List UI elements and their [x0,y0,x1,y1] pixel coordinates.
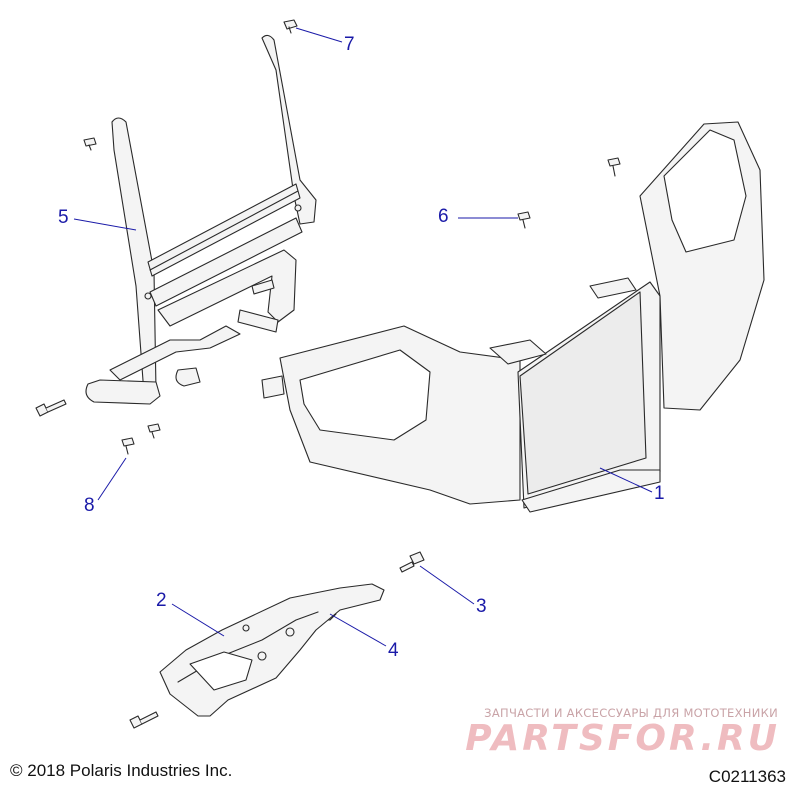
watermark-logo: PARTSFOR.RU [465,718,780,759]
leader-5 [73,218,137,231]
callout-7: 7 [344,34,355,55]
part-7-screw [283,19,298,34]
callout-5: 5 [58,207,69,228]
callout-3: 3 [476,596,487,617]
leader-2 [171,603,225,637]
callout-1: 1 [654,483,665,504]
leader-1 [599,467,653,493]
leader-8 [97,457,127,501]
plate-bolt [129,711,159,729]
leader-7 [295,27,343,43]
frame-bolt [35,399,67,417]
leader-3 [419,565,475,605]
leader-4 [329,613,387,647]
part-1-front-bumper [261,121,765,513]
part-5-screw [83,137,97,151]
part-6-screws [517,157,621,229]
copyright-text: © 2018 Polaris Industries Inc. [10,761,233,780]
callout-6: 6 [438,206,449,227]
part-8-rivets [121,423,161,455]
part-5-brace-frame [85,34,317,405]
drawing-number: C0211363 [708,767,786,786]
part-3-bolt [399,551,425,573]
watermark-tagline: ЗАПЧАСТИ И АКСЕССУАРЫ ДЛЯ МОТОТЕХНИКИ [484,706,778,720]
callout-8: 8 [84,495,95,516]
callout-2: 2 [156,590,167,611]
callout-4: 4 [388,640,399,661]
part-2-mount-plate [159,583,385,717]
